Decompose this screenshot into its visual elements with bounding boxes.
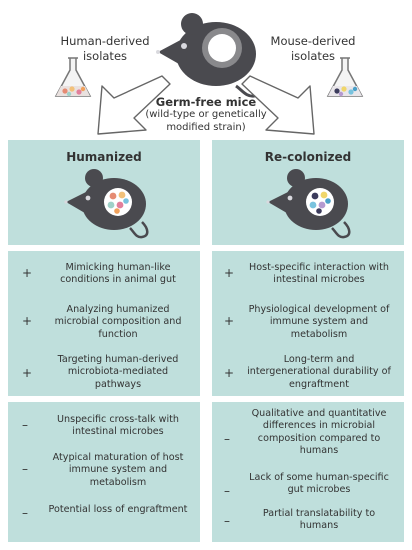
plus-sign: + — [22, 266, 33, 280]
con-item: Unspecific cross-talk with intestinal mi… — [56, 414, 179, 438]
germ-free-mouse-icon — [156, 13, 260, 98]
pro-item: Physiological development of immune syst… — [248, 304, 390, 340]
pro-item: Host-specific interaction with intestina… — [249, 262, 389, 286]
humanized-mouse-icon — [64, 169, 149, 239]
plus-sign: + — [224, 314, 235, 328]
pro-item: Analyzing humanized microbial compositio… — [54, 304, 182, 340]
plus-sign: + — [224, 266, 235, 280]
recolonized-cons-panel — [212, 402, 404, 542]
germ-free-subtitle: (wild-type or genetically modified strai… — [145, 109, 267, 133]
con-item: Partial translatability to humans — [262, 508, 376, 532]
con-item: Potential loss of engraftment — [48, 504, 188, 515]
flask-icon — [326, 57, 364, 97]
minus-sign: – — [224, 514, 230, 528]
recolonized-title: Re-colonized — [264, 150, 352, 164]
minus-sign: – — [224, 484, 230, 498]
humanized-cons-panel — [8, 402, 200, 542]
plus-sign: + — [22, 314, 33, 328]
minus-sign: – — [224, 432, 230, 446]
arrow-right-icon — [241, 75, 315, 135]
con-item: Lack of some human-specific gut microbes — [249, 472, 389, 496]
humanized-pros-panel — [8, 251, 200, 396]
con-item: Qualitative and quantitative differences… — [251, 408, 387, 457]
recolonized-mouse-icon — [266, 169, 351, 239]
minus-sign: – — [22, 506, 28, 520]
mouse-isolates-label: Mouse-derived isolates — [270, 34, 356, 63]
arrow-left-icon — [97, 75, 171, 135]
pro-item: Targeting human-derived microbiota-media… — [57, 354, 179, 390]
minus-sign: – — [22, 462, 28, 476]
pro-item: Long-term and intergenerational durabili… — [247, 354, 391, 390]
plus-sign: + — [22, 366, 33, 380]
minus-sign: – — [22, 418, 28, 432]
humanized-title: Humanized — [66, 150, 142, 164]
pro-item: Mimicking human-like conditions in anima… — [60, 262, 176, 286]
flask-icon — [54, 57, 92, 97]
con-item: Atypical maturation of host immune syste… — [52, 452, 184, 488]
germ-free-title: Germ-free mice — [155, 95, 257, 109]
plus-sign: + — [224, 366, 235, 380]
human-isolates-label: Human-derived isolates — [60, 34, 150, 63]
recolonized-pros-panel — [212, 251, 404, 396]
